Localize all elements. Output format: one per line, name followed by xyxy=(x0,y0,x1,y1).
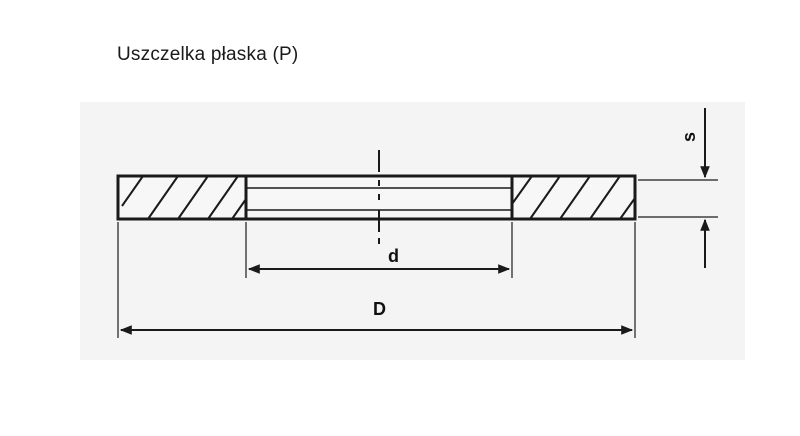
outer-diameter-label: D xyxy=(373,299,386,319)
inner-diameter-label: d xyxy=(388,246,399,266)
left-section-hatch xyxy=(121,175,247,220)
gasket-body xyxy=(116,174,637,221)
thickness-label: s xyxy=(679,132,699,142)
diagram-title: Uszczelka płaska (P) xyxy=(117,44,299,65)
right-section-hatch xyxy=(511,175,636,220)
drawing-panel xyxy=(80,102,745,360)
